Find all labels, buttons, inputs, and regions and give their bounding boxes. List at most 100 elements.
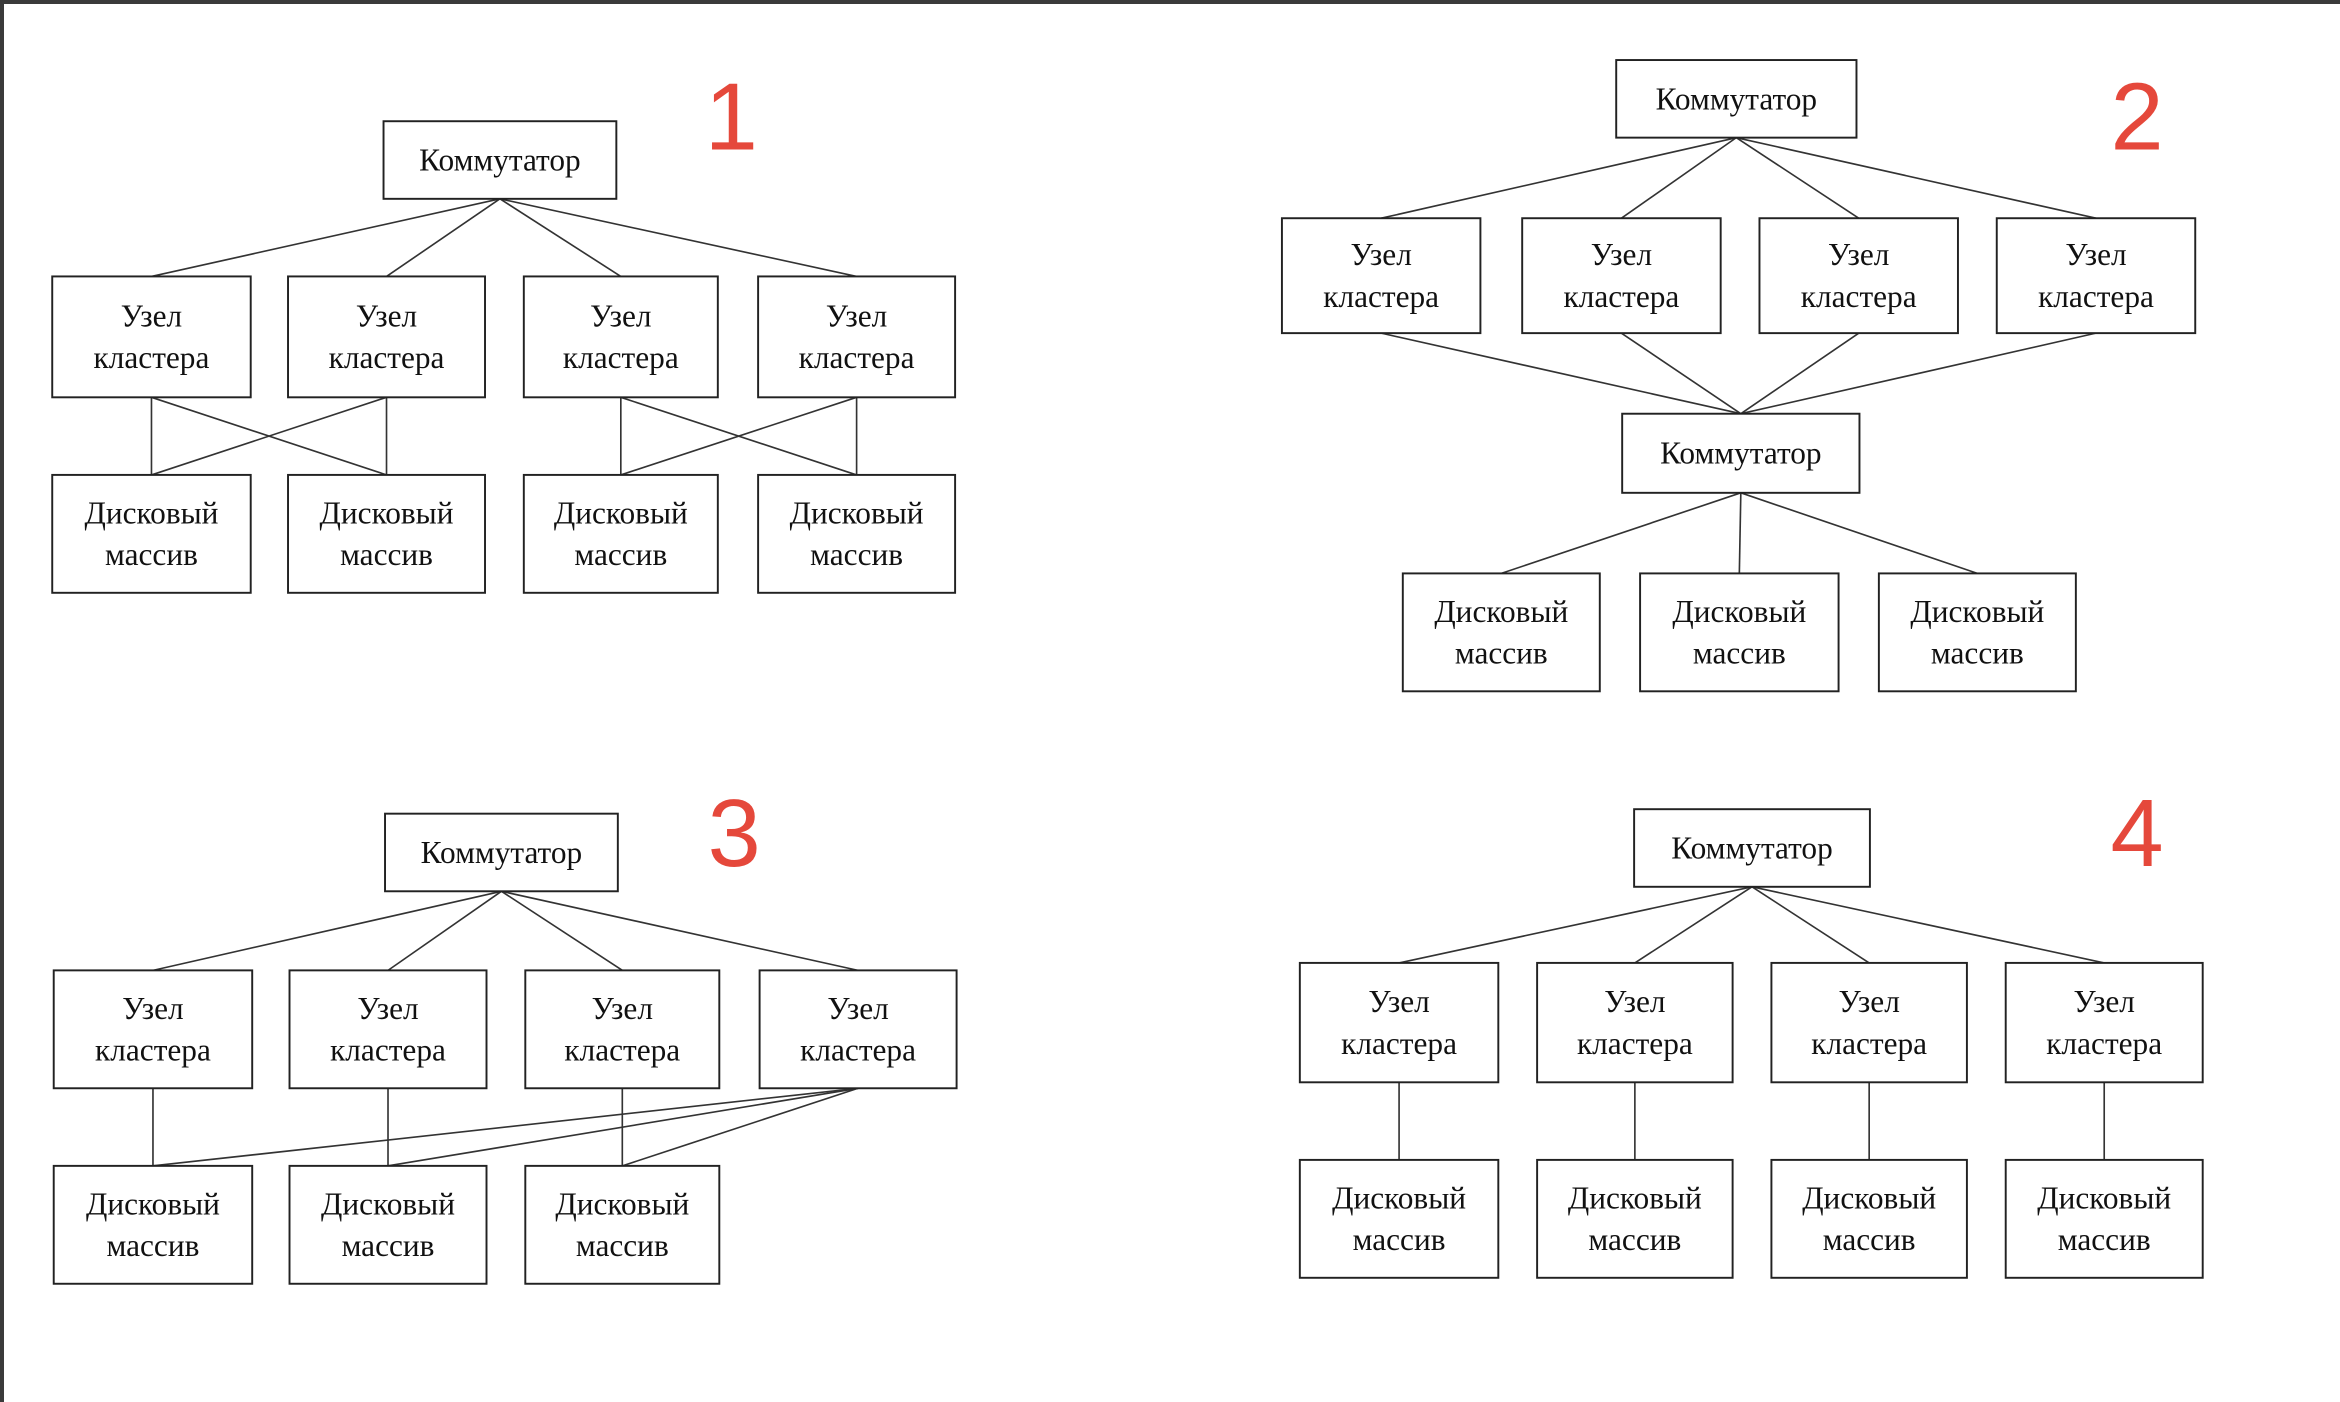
cluster-node-box-outline — [758, 969, 958, 1090]
connection-line — [1751, 885, 2105, 964]
diagram-1: КоммутаторУзелкластераУзелкластераУзелкл… — [51, 65, 957, 594]
box-label: Коммутатор — [1671, 830, 1832, 865]
box-label: Узел — [1368, 984, 1429, 1019]
connection-line — [1380, 332, 1742, 415]
box-label: массив — [340, 537, 433, 572]
disk-array-box: Дисковый массив — [51, 473, 252, 594]
connection-line — [387, 890, 502, 972]
connection-line — [151, 198, 501, 278]
box-label: кластера — [95, 1033, 211, 1068]
box-label: Дисковый — [1802, 1180, 1936, 1215]
switch-box: Коммутатор — [1621, 412, 1861, 494]
connection-line — [620, 396, 857, 476]
box-label: Дисковый — [1434, 594, 1568, 629]
box-label: Узел — [1828, 237, 1889, 272]
connection-line — [1620, 136, 1737, 219]
box-label: кластера — [800, 1033, 916, 1068]
connection-line — [1620, 332, 1742, 415]
cluster-node-box-outline — [1298, 961, 1500, 1084]
box-label: Узел — [2065, 237, 2126, 272]
disk-array-box: Дисковый массив — [288, 1164, 488, 1285]
cluster-node-box-outline — [288, 969, 488, 1090]
connection-line — [1738, 492, 1742, 574]
box-label: массив — [342, 1228, 435, 1263]
cluster-node-box: Узел кластера — [2004, 961, 2204, 1084]
box-label: кластера — [2046, 1026, 2162, 1061]
connection-line — [1735, 136, 1860, 219]
connection-line — [152, 890, 502, 972]
box-label: кластера — [563, 340, 679, 375]
connection-line — [1634, 886, 1753, 964]
connection-line — [386, 198, 501, 278]
box-label: Узел — [356, 298, 417, 333]
box-label: Дисковый — [321, 1186, 455, 1221]
cluster-node-box: Узел кластера — [758, 969, 958, 1090]
box-label: кластера — [1323, 279, 1439, 314]
box-label: Узел — [592, 991, 653, 1026]
cluster-node-box-outline — [1521, 217, 1722, 335]
switch-box-outline — [1621, 412, 1861, 494]
box-label: массив — [105, 537, 198, 572]
cluster-node-box-outline — [51, 275, 252, 399]
box-label: Узел — [1604, 984, 1665, 1019]
cluster-node-box-outline — [287, 275, 486, 399]
connection-line — [387, 1087, 859, 1167]
switch-box-outline — [382, 120, 618, 200]
connection-line — [499, 198, 857, 278]
box-label: кластера — [2038, 279, 2154, 314]
connection-line — [152, 1087, 859, 1167]
cluster-node-box-outline — [1536, 961, 1734, 1084]
connection-line — [151, 396, 387, 476]
box-label: кластера — [1577, 1026, 1693, 1061]
disk-array-box-outline — [2004, 1158, 2204, 1279]
box-label: Узел — [590, 298, 651, 333]
box-label: Коммутатор — [1660, 436, 1821, 471]
box-label: Дисковый — [1568, 1180, 1702, 1215]
box-label: Коммутатор — [1656, 81, 1817, 116]
switch-box: Коммутатор — [1633, 808, 1871, 888]
disk-array-box-outline — [288, 1164, 488, 1285]
diagram-number: 2 — [2110, 65, 2163, 171]
cluster-node-box-outline — [757, 275, 957, 399]
disk-array-box-outline — [1298, 1158, 1500, 1279]
box-label: кластера — [564, 1033, 680, 1068]
disk-array-box-outline — [1536, 1158, 1734, 1279]
box-label: Дисковый — [555, 1186, 689, 1221]
box-label: Дисковый — [84, 495, 218, 530]
box-label: Дисковый — [1910, 594, 2044, 629]
disk-array-box-outline — [1877, 572, 2077, 693]
cluster-node-box-outline — [2004, 961, 2204, 1084]
disk-array-box-outline — [522, 473, 719, 594]
disk-array-box-outline — [51, 473, 252, 594]
switch-box-outline — [1615, 59, 1858, 139]
switch-box-outline — [1633, 808, 1871, 888]
diagram-2: КоммутаторУзелкластераУзелкластераУзелкл… — [1280, 59, 2197, 693]
diagram-number: 3 — [708, 781, 761, 887]
box-label: массив — [810, 537, 903, 572]
box-label: массив — [1588, 1222, 1681, 1257]
disk-array-box-outline — [1770, 1158, 1968, 1279]
box-label: Узел — [357, 991, 418, 1026]
box-label: кластера — [1564, 279, 1680, 314]
box-label: Дисковый — [554, 495, 688, 530]
cluster-node-box-outline — [1770, 961, 1968, 1084]
disk-array-box-outline — [287, 473, 486, 594]
cluster-node-box-outline — [1280, 217, 1482, 335]
box-label: Узел — [2074, 984, 2135, 1019]
box-label: Узел — [1838, 984, 1899, 1019]
box-label: Узел — [826, 298, 887, 333]
box-label: Узел — [827, 991, 888, 1026]
box-label: массив — [1353, 1222, 1446, 1257]
box-label: Узел — [121, 298, 182, 333]
